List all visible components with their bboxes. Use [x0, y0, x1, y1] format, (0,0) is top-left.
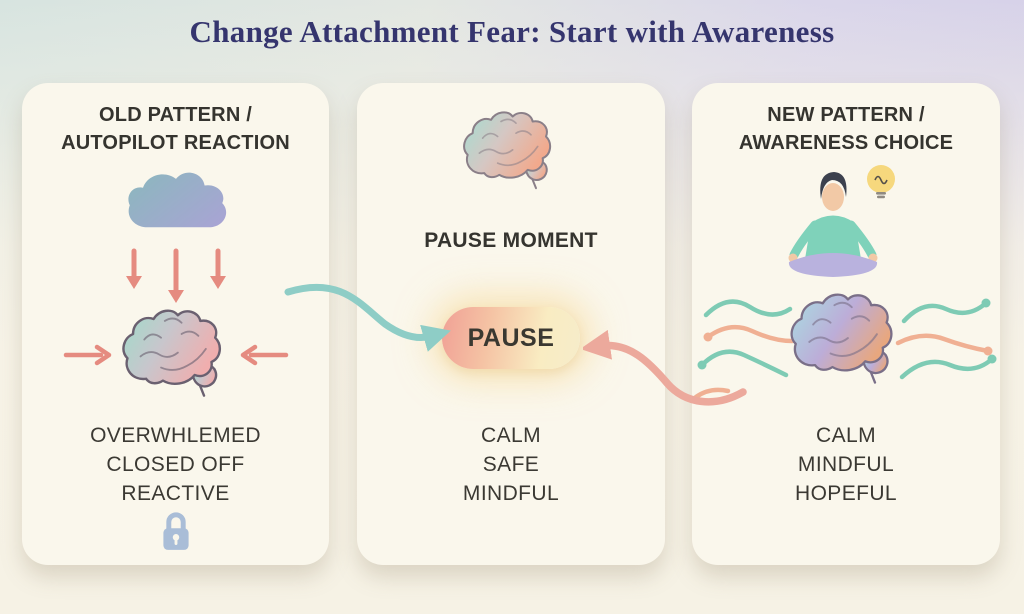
right-to-pause-arrow: [583, 329, 747, 406]
state-label: CLOSED OFF: [106, 453, 245, 476]
pause-button: PAUSE: [442, 307, 580, 369]
state-label: MINDFUL: [462, 482, 560, 505]
panel-old-header-line1: OLD PATTERN /: [99, 104, 252, 126]
state-label: SAFE: [482, 453, 540, 476]
panel-pause-moment: PAUSE MOMENT PAUSE CALM SAFE MINDFUL: [357, 83, 665, 565]
panel-old-pattern: OLD PATTERN / AUTOPILOT REACTION: [22, 83, 329, 565]
stressed-brain-row: [22, 307, 329, 402]
pressure-arrows-icon: [125, 248, 226, 303]
pause-brain-icon: [463, 111, 552, 190]
inward-arrow-right-icon: [240, 344, 288, 365]
panel-old-header-line2: AUTOPILOT REACTION: [61, 132, 290, 154]
aware-brain-icon: [790, 293, 893, 384]
meditating-person-icon: [788, 165, 895, 277]
state-label: HOPEFUL: [795, 482, 897, 505]
panel-old-header: OLD PATTERN / AUTOPILOT REACTION: [22, 101, 329, 157]
lightbulb-icon: [867, 165, 895, 199]
state-label: MINDFUL: [797, 453, 895, 476]
awareness-waves-icon: [693, 298, 997, 400]
left-to-pause-arrow: [284, 283, 451, 352]
brain-with-waves: [692, 285, 1000, 405]
state-label: CALM: [816, 424, 876, 447]
pause-button-label: PAUSE: [467, 323, 555, 352]
panel-new-pattern: NEW PATTERN / AWARENESS CHOICE: [692, 83, 1000, 565]
pause-states-list: CALM SAFE MINDFUL: [357, 421, 665, 508]
panel-new-header-line2: AWARENESS CHOICE: [738, 132, 954, 154]
page-title: Change Attachment Fear: Start with Aware…: [189, 14, 835, 49]
storm-cloud-icon: [127, 172, 226, 228]
state-label: CALM: [481, 424, 541, 447]
new-states-list: CALM MINDFUL HOPEFUL: [692, 421, 1000, 508]
pause-moment-label: PAUSE MOMENT: [424, 229, 598, 252]
panel-new-header: NEW PATTERN / AWARENESS CHOICE: [692, 101, 1000, 157]
panel-new-header-line1: NEW PATTERN /: [767, 104, 925, 126]
inward-arrow-left-icon: [63, 344, 111, 365]
state-label: REACTIVE: [121, 482, 230, 505]
lock-icon: [162, 512, 189, 550]
state-label: OVERWHLEMED: [90, 424, 261, 447]
stressed-brain-icon: [121, 309, 221, 397]
old-states-list: OVERWHLEMED CLOSED OFF REACTIVE: [22, 421, 329, 508]
